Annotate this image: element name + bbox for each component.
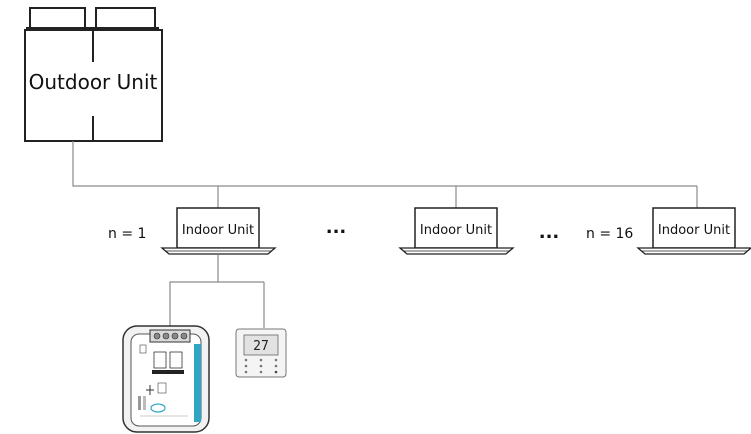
connection-lines: [72, 141, 698, 330]
ellipsis: ...: [539, 222, 560, 243]
indoor-unit-1: Indoor Unit: [160, 207, 277, 255]
outdoor-unit-label: Outdoor Unit: [29, 70, 158, 94]
indoor-unit-label: Indoor Unit: [182, 223, 254, 238]
gateway-module: [122, 325, 210, 433]
thermostat: 27: [235, 328, 287, 378]
ellipsis: ...: [326, 217, 347, 238]
indoor-unit-label: Indoor Unit: [420, 223, 492, 238]
indoor-unit-3: Indoor Unit: [636, 207, 751, 255]
indoor-unit-2: Indoor Unit: [398, 207, 515, 255]
thermostat-display: 27: [253, 339, 269, 354]
outdoor-unit: Outdoor Unit: [24, 7, 163, 142]
indoor-unit-label: Indoor Unit: [658, 223, 730, 238]
unit-count-label: n = 1: [108, 226, 146, 242]
unit-count-label: n = 16: [586, 226, 633, 242]
